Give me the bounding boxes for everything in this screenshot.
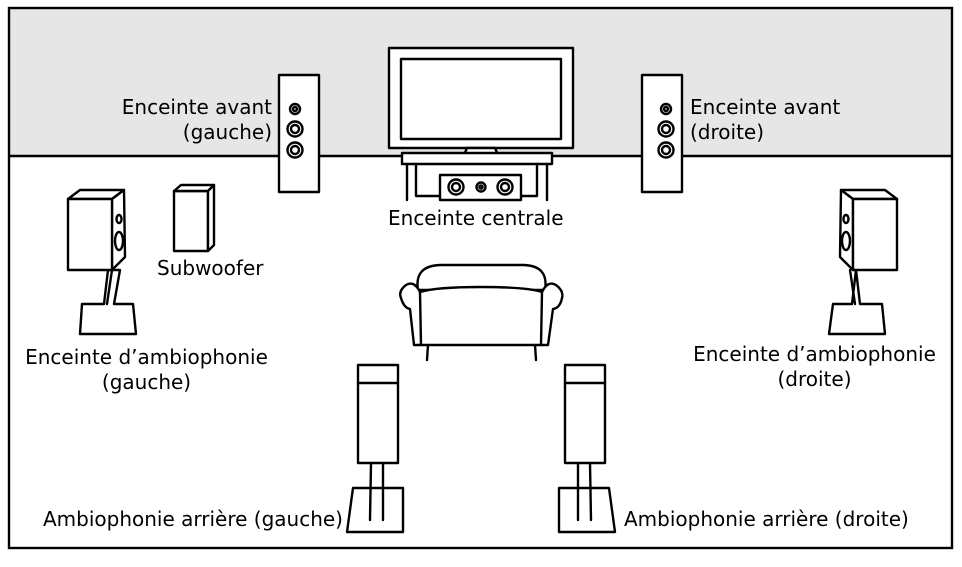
front-left-speaker-icon (277, 73, 321, 194)
front-left-label-line1: Enceinte avant (121, 95, 272, 119)
rear-right-label: Ambiophonie arrière (droite) (624, 507, 909, 531)
front-right-label-line1: Enceinte avant (690, 95, 841, 119)
surround-right-label-line1: Enceinte d’ambiophonie (693, 342, 936, 366)
subwoofer-icon (172, 183, 216, 253)
surround-right-label-line2: (droite) (777, 367, 852, 391)
sofa-icon (398, 263, 564, 362)
surround-left-label-line2: (gauche) (101, 370, 192, 394)
room-border (7, 6, 954, 550)
surround-right-speaker-icon (827, 188, 899, 336)
surround-left-label-line1: Enceinte d’ambiophonie (25, 345, 268, 369)
front-right-label-line2: (droite) (690, 120, 765, 144)
front-left-label-line2: (gauche) (182, 120, 272, 144)
rear-left-speaker-icon (345, 363, 405, 534)
rear-left-label: Ambiophonie arrière (gauche) (42, 507, 343, 531)
surround-left-label: Enceinte d’ambiophonie (gauche) (14, 345, 279, 395)
front-right-label: Enceinte avant (droite) (690, 95, 840, 145)
center-speaker-label: Enceinte centrale (388, 206, 564, 230)
subwoofer-label: Subwoofer (157, 256, 264, 280)
surround-right-label: Enceinte d’ambiophonie (droite) (682, 342, 947, 392)
rear-right-speaker-icon (557, 363, 617, 534)
tv-icon (387, 46, 575, 157)
surround-left-speaker-icon (66, 188, 138, 336)
front-left-label: Enceinte avant (gauche) (122, 95, 272, 145)
center-speaker-icon (438, 173, 523, 202)
front-right-speaker-icon (640, 73, 684, 194)
